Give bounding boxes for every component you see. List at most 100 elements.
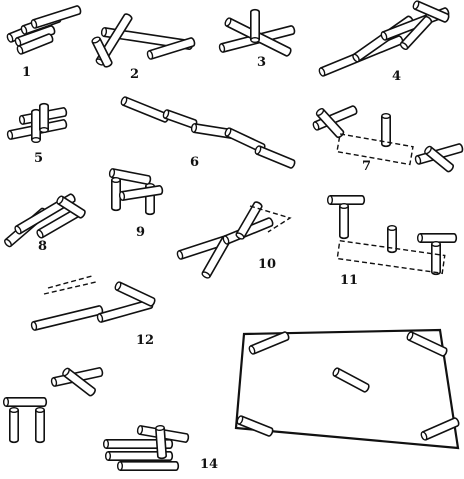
- figure-4-label: 4: [392, 69, 401, 84]
- stick: [406, 331, 448, 357]
- figure-4: 4: [318, 0, 450, 84]
- stick: [235, 201, 263, 240]
- stick-end: [339, 202, 349, 210]
- stick-end: [6, 33, 14, 43]
- stick: [420, 417, 460, 441]
- figure-6-label: 6: [190, 155, 199, 170]
- stick: [155, 424, 167, 460]
- figure-14: 14: [2, 367, 218, 472]
- stick-end: [201, 271, 211, 279]
- stick-end: [91, 36, 101, 44]
- stick-body: [32, 5, 82, 29]
- stick-end: [326, 195, 334, 205]
- figure-11-label: 11: [340, 273, 358, 288]
- stick-body: [18, 33, 54, 55]
- stick-end: [4, 238, 12, 248]
- stick: [30, 305, 104, 331]
- stick-end: [2, 397, 10, 407]
- stick-end: [20, 25, 28, 35]
- stick: [146, 37, 196, 60]
- stick-end: [35, 406, 45, 414]
- stick: [16, 33, 54, 55]
- stick-end: [36, 229, 44, 239]
- stick-end: [120, 96, 128, 106]
- stick-end: [30, 321, 38, 331]
- stick: [431, 240, 441, 276]
- figure-3: 3: [218, 8, 296, 70]
- stick-end: [315, 107, 325, 117]
- stick-end: [254, 145, 262, 155]
- stick-end: [14, 225, 22, 235]
- stick-end: [416, 233, 424, 243]
- figure-11: 11: [326, 195, 458, 288]
- stick-end: [146, 50, 154, 60]
- stick-body: [250, 331, 290, 355]
- stick-body: [387, 228, 397, 254]
- stick: [248, 331, 290, 355]
- stick-body: [62, 368, 96, 397]
- stick-body: [333, 367, 370, 393]
- figure-2: 2: [91, 13, 196, 82]
- figure-1: 1: [6, 5, 82, 80]
- stick-body: [421, 417, 460, 441]
- stick: [236, 415, 274, 437]
- dashed-outline: [336, 239, 446, 275]
- stick-end: [9, 406, 19, 414]
- stick-end: [381, 112, 391, 120]
- stick-end: [250, 36, 260, 44]
- stick: [56, 195, 86, 219]
- stick-body: [6, 397, 48, 407]
- stick: [332, 367, 370, 393]
- stick-end: [387, 224, 397, 232]
- stick: [399, 15, 433, 51]
- stick-end: [6, 130, 14, 140]
- stick-end: [136, 425, 144, 435]
- stick: [104, 451, 174, 461]
- stick-body: [108, 451, 174, 461]
- stick-end: [424, 145, 432, 155]
- figure-8-label: 8: [38, 239, 47, 254]
- stick: [120, 96, 170, 123]
- stick-body: [424, 146, 454, 173]
- figure-3-label: 3: [257, 55, 266, 70]
- stick-end: [39, 126, 49, 134]
- stick-body: [250, 8, 260, 40]
- stick-body: [407, 331, 448, 357]
- stick: [416, 233, 458, 243]
- stick-end: [412, 0, 420, 10]
- stick-body: [316, 108, 345, 139]
- stick: [339, 202, 349, 240]
- figure-7: 7: [312, 105, 464, 174]
- figure-5-label: 5: [34, 151, 43, 166]
- stick-body: [400, 15, 433, 50]
- stick-end: [56, 195, 64, 205]
- stick-end: [118, 191, 126, 201]
- figure-7-label: 7: [362, 159, 371, 174]
- stick: [39, 102, 49, 134]
- stick-body: [235, 201, 263, 239]
- stick-body: [39, 102, 49, 130]
- stick-end: [162, 109, 170, 119]
- stick-end: [104, 451, 112, 461]
- stick-body: [381, 116, 391, 148]
- stick-body: [111, 180, 121, 212]
- stick: [254, 145, 296, 169]
- figure-14-label: 14: [200, 457, 218, 472]
- stick: [111, 176, 121, 212]
- stick: [30, 5, 82, 29]
- stick-end: [235, 232, 245, 240]
- stick-body: [32, 305, 104, 331]
- stick-end: [18, 115, 26, 125]
- stick-end: [222, 235, 230, 245]
- stick: [62, 367, 96, 397]
- figure-10-label: 10: [258, 257, 276, 272]
- stick-end: [312, 121, 320, 131]
- stick-end: [111, 176, 121, 184]
- stick-end: [414, 155, 422, 165]
- dashed-outline: [249, 205, 292, 233]
- stick-end: [155, 424, 165, 432]
- stick-body: [120, 461, 180, 471]
- stick-end: [431, 240, 441, 248]
- stick-end: [108, 168, 116, 178]
